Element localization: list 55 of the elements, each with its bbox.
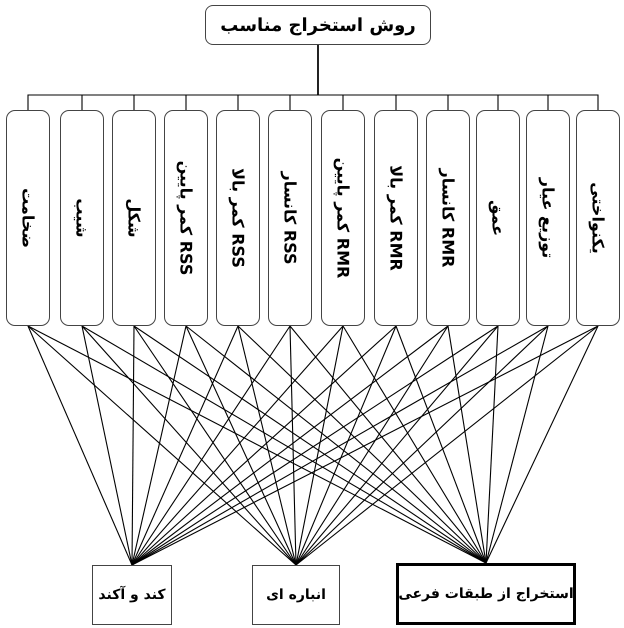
node-label: توزیع عیار <box>538 178 558 258</box>
connector-line <box>132 326 344 566</box>
criterion-box <box>476 110 520 326</box>
connector-line <box>237 326 297 566</box>
connector-line <box>131 326 135 565</box>
node-label: شکل <box>124 198 144 238</box>
node-label: RMR کمر بالا <box>386 165 406 271</box>
criterion-box <box>216 110 260 326</box>
criterion-box <box>60 110 104 326</box>
criterion-box <box>268 110 312 326</box>
connector-line <box>296 326 548 566</box>
title-box <box>205 5 431 45</box>
node-label: ضخامت <box>18 188 38 248</box>
criterion-box <box>6 110 50 326</box>
criterion-box <box>576 110 620 326</box>
connector-line <box>296 326 396 566</box>
connector-line <box>186 326 296 566</box>
connector-line <box>296 326 598 566</box>
connector-line <box>132 326 238 566</box>
connector-line <box>447 326 487 564</box>
method-box <box>252 565 340 625</box>
connector-line <box>295 326 344 566</box>
connector-line <box>395 326 487 564</box>
connector-line <box>342 326 486 564</box>
node-label: شیب <box>72 198 92 238</box>
criterion-box <box>374 110 418 326</box>
connector-line <box>82 326 296 566</box>
method-box <box>92 565 172 625</box>
criterion-box <box>112 110 156 326</box>
connector-line <box>485 326 499 564</box>
node-label: RSS کمر بالا <box>228 168 248 268</box>
criterion-box <box>426 110 470 326</box>
criterion-box <box>164 110 208 326</box>
node-label: استخراج از طبقات فرعی <box>398 586 574 602</box>
connector-line <box>131 326 187 566</box>
node-label: کند و آکند <box>98 587 166 603</box>
connector-line <box>296 326 448 566</box>
node-label: یکنواختی <box>588 182 608 254</box>
criterion-box <box>526 110 570 326</box>
node-label: عمق <box>488 200 508 236</box>
node-label: RMR کانسار <box>438 168 458 268</box>
connector-line <box>28 326 296 566</box>
criterion-box <box>321 110 365 326</box>
connector-line <box>28 326 132 566</box>
node-label: انباره ای <box>266 587 326 603</box>
node-label: RSS کمر پایین <box>176 160 196 276</box>
connector-line <box>27 45 319 110</box>
connector-line <box>289 326 297 566</box>
node-label: RSS کانسار <box>280 171 300 265</box>
method-box <box>396 563 576 625</box>
connector-line <box>81 326 133 566</box>
node-label: روش استخراج مناسب <box>220 14 416 36</box>
node-label: RMR کمر پایین <box>334 158 352 278</box>
connector-line <box>486 326 598 564</box>
connector-line <box>485 326 549 564</box>
